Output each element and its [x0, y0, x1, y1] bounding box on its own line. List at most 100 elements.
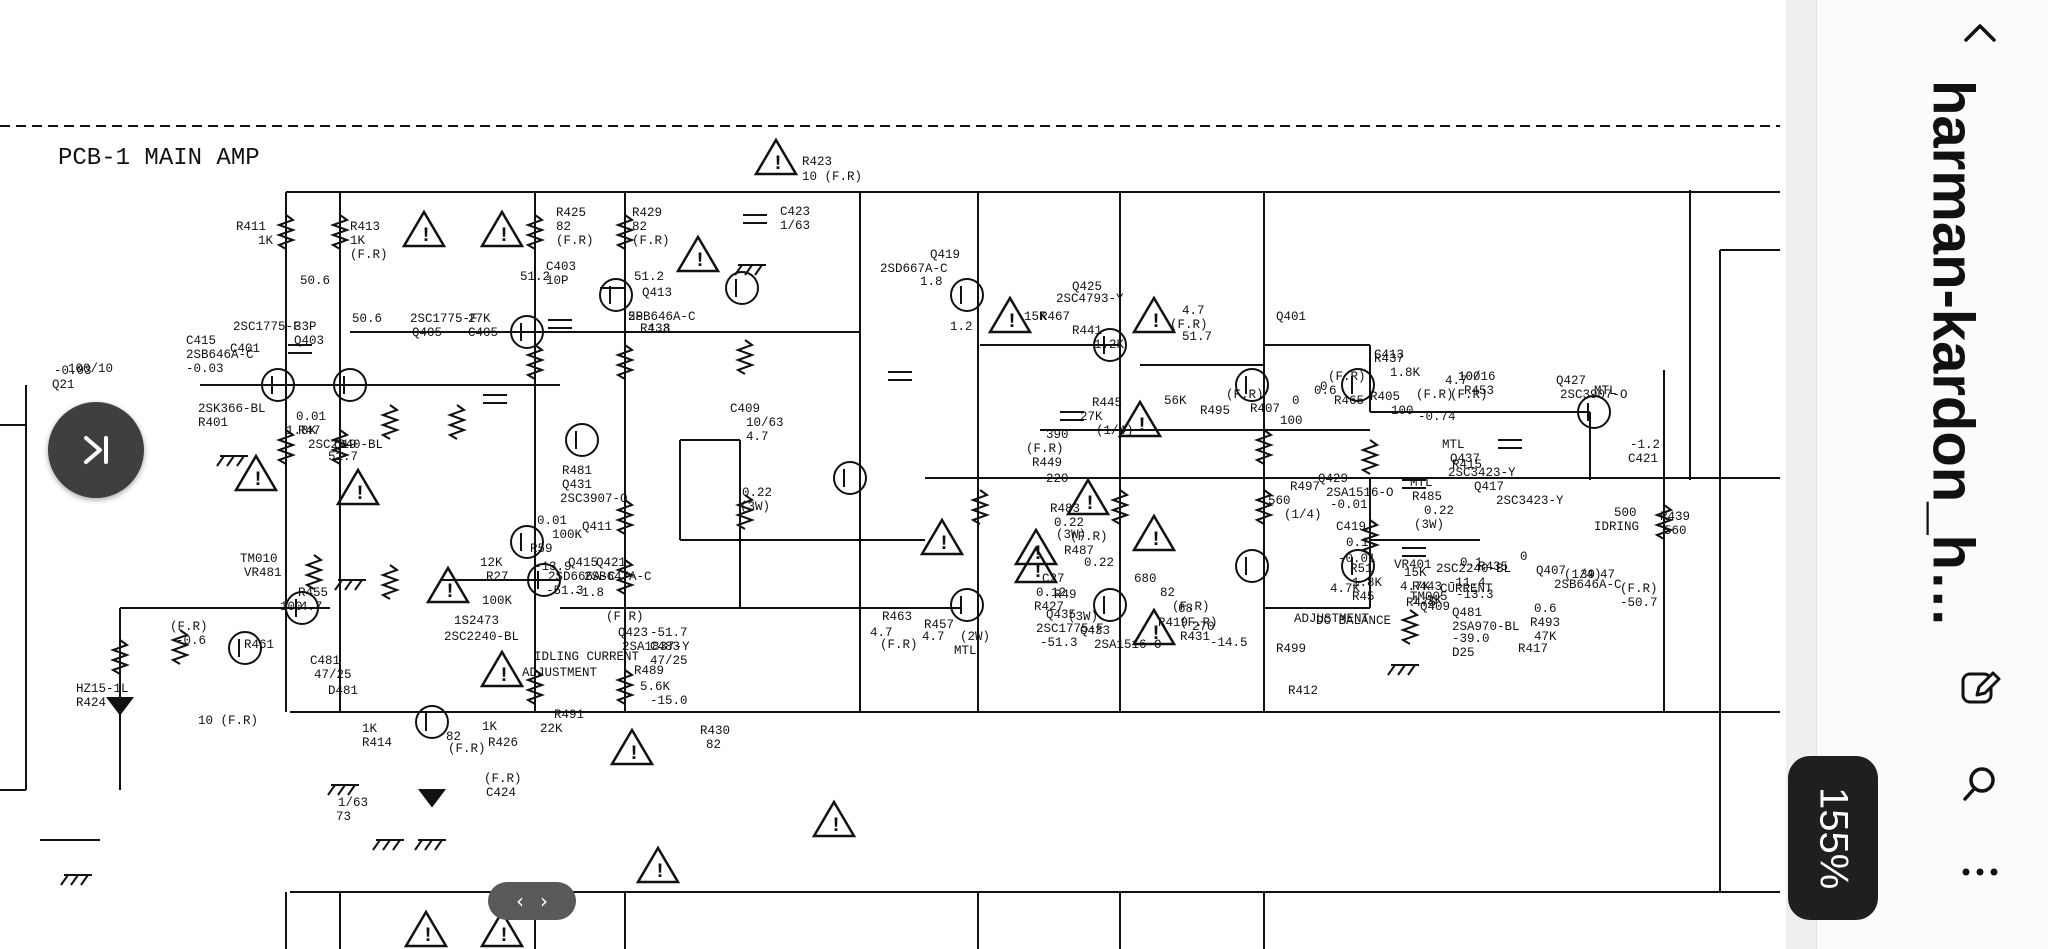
component-label: R467	[1040, 310, 1070, 324]
diode	[418, 789, 446, 808]
transistor	[565, 423, 599, 457]
diode	[106, 697, 134, 716]
next-page-button[interactable]	[48, 402, 144, 498]
warning-mark: !	[498, 225, 510, 248]
ground-symbol	[744, 264, 753, 276]
component-label: R465	[1334, 394, 1364, 408]
warning-mark: !	[1006, 311, 1018, 334]
search-icon	[1963, 767, 1995, 801]
component-label: (F.R)	[1172, 600, 1210, 614]
component-label: 0.22	[742, 486, 772, 500]
component-label: R453	[1464, 384, 1494, 398]
component-label: Q415	[568, 556, 598, 570]
component-label: R59	[530, 542, 553, 556]
warning-mark: !	[1150, 529, 1162, 552]
component-label: 1.8K	[1390, 366, 1421, 380]
component-label: 4.7	[922, 630, 945, 644]
component-label: TM010	[240, 552, 278, 566]
component-label: -15.0	[650, 694, 688, 708]
component-label: 0.22	[1424, 504, 1454, 518]
component-label: (F.R)	[1620, 582, 1658, 596]
component-label: 1/63	[338, 796, 368, 810]
component-label: (F.R)	[1328, 370, 1366, 384]
component-label: R497	[1290, 480, 1320, 494]
component-label: 82	[632, 220, 647, 234]
component-label: 56K	[1164, 394, 1187, 408]
more-options-button[interactable]	[1948, 840, 2012, 904]
component-label: Q403	[294, 334, 324, 348]
warning-mark: !	[628, 743, 640, 766]
edit-button[interactable]	[1948, 656, 2012, 720]
transistor	[1235, 368, 1269, 402]
transistor	[833, 461, 867, 495]
ground-symbol	[754, 264, 763, 276]
component-label: -0.6	[176, 634, 206, 648]
ground-symbol	[344, 579, 353, 591]
component-label: R45	[1352, 590, 1375, 604]
resistor	[447, 404, 467, 440]
component-label: 0.12	[1036, 586, 1066, 600]
component-label: (F.R)	[484, 772, 522, 786]
component-label: 100K	[482, 594, 513, 608]
warning-mark: !	[498, 925, 510, 948]
component-label: R487	[1064, 544, 1094, 558]
warning-icon	[401, 209, 447, 248]
edit-icon	[1961, 671, 2001, 704]
zoom-indicator: 155%	[1788, 756, 1878, 920]
component-label: (F.R)	[1170, 318, 1208, 332]
warning-icon	[479, 649, 525, 688]
section-title: PCB-1 MAIN AMP	[58, 145, 260, 172]
component-label: 0.6	[1534, 602, 1557, 616]
component-label: R411	[236, 220, 266, 234]
component-label: 0	[1520, 550, 1528, 564]
chevron-left-icon[interactable]: ‹	[516, 889, 524, 913]
resistor	[615, 559, 635, 595]
transistor	[1341, 549, 1375, 583]
chevron-right-icon[interactable]: ›	[540, 889, 548, 913]
resistor	[525, 344, 545, 380]
component-label: R430	[700, 724, 730, 738]
component-label: (1/4)	[1284, 508, 1322, 522]
component-label: -0.01	[1330, 498, 1368, 512]
component-label: CURRENT	[1440, 582, 1493, 596]
transistor	[510, 525, 544, 559]
resistor	[1254, 489, 1274, 525]
component-label: IDRING	[1594, 520, 1639, 534]
component-label: D481	[328, 684, 358, 698]
component-label: R407	[1250, 402, 1280, 416]
component-label: (F.R)	[880, 638, 918, 652]
component-label: (2W)	[960, 630, 990, 644]
transistor	[1093, 588, 1127, 622]
component-label: C423	[780, 205, 810, 219]
component-label: R481	[562, 464, 592, 478]
collapse-button[interactable]	[1948, 0, 2012, 64]
component-label: 12K	[480, 556, 503, 570]
component-label: 2SC1775-F	[233, 320, 301, 334]
transistor	[510, 315, 544, 349]
component-label: 1.2	[950, 320, 973, 334]
component-label: C401	[230, 342, 260, 356]
search-button[interactable]	[1948, 752, 2012, 816]
ground-symbol	[216, 455, 225, 467]
warning-mark: !	[422, 925, 434, 948]
component-label: 2SD666A-C	[548, 570, 616, 584]
document-viewer[interactable]: PCB-1 MAIN AMP!!!!!!!!!!!!!!!!!!!!!!R423…	[0, 0, 1786, 949]
warning-icon	[1013, 545, 1059, 584]
component-label: 39	[1580, 568, 1595, 582]
component-label: 51.2	[634, 270, 664, 284]
transistor	[333, 368, 367, 402]
warning-icon	[609, 727, 655, 766]
component-label: 47/25	[314, 668, 352, 682]
component-label: 2SB646A-C	[186, 348, 254, 362]
component-label: 2SD667A-C	[880, 262, 948, 276]
resistor	[1400, 609, 1420, 645]
ground-symbol	[70, 874, 79, 886]
component-label: (F.R)	[632, 234, 670, 248]
page-navigation[interactable]: ‹ ›	[488, 882, 576, 920]
component-label: 100	[280, 600, 303, 614]
component-label: R441	[1072, 324, 1102, 338]
transistor	[527, 563, 561, 597]
component-label: R439	[1660, 510, 1690, 524]
component-label: VR481	[244, 566, 282, 580]
component-label: MTL	[1594, 384, 1617, 398]
